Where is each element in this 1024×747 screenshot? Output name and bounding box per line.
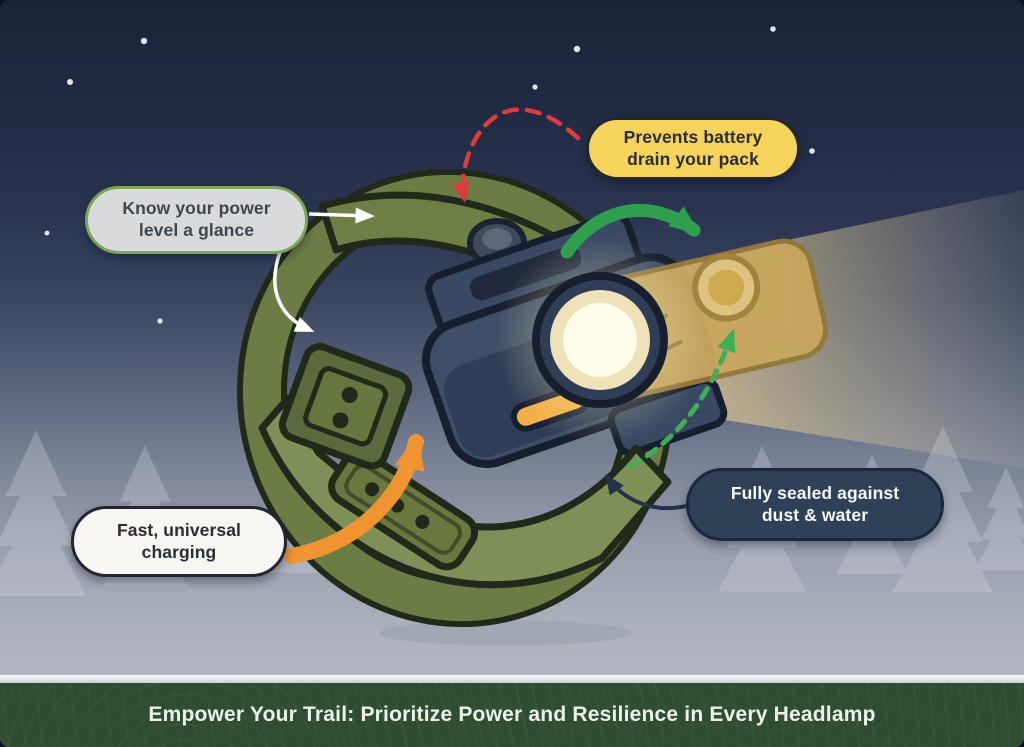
callout-fully-sealed-line1: Fully sealed against [730, 482, 900, 503]
snow-edge [0, 675, 1024, 683]
buckle [278, 343, 413, 470]
callout-battery-drain-line1: Prevents battery [623, 126, 763, 147]
white-arrow-curved [273, 251, 315, 332]
strap-tail [328, 448, 479, 571]
callout-battery-drain: Prevents battery drain your pack [586, 117, 800, 180]
green-dashed-arrow [627, 328, 736, 469]
banner-title: Empower Your Trail: Prioritize Power and… [148, 703, 876, 726]
callout-fully-sealed: Fully sealed against dust & water [686, 468, 944, 541]
callout-power-level: Know your power level a glance [85, 186, 308, 254]
callout-fast-charging: Fast, universal charging [71, 506, 287, 577]
callout-fast-charging-line2: charging [141, 541, 217, 562]
callout-power-level-line1: Know your power [122, 198, 271, 219]
orange-arrow [284, 433, 425, 564]
callout-power-level-line2: level a glance [138, 220, 255, 240]
callout-fully-sealed-line2: dust & water [761, 504, 869, 525]
white-arrow-straight [308, 207, 375, 224]
navy-arrow [605, 473, 687, 511]
ground-shadow [379, 620, 631, 646]
lens [495, 235, 705, 445]
red-dashed-arrow [452, 107, 581, 203]
callout-battery-drain-line2: drain your pack [627, 148, 759, 169]
green-arrow [560, 203, 701, 259]
banner: Empower Your Trail: Prioritize Power and… [0, 683, 1024, 747]
callout-fast-charging-line1: Fast, universal [116, 519, 242, 540]
